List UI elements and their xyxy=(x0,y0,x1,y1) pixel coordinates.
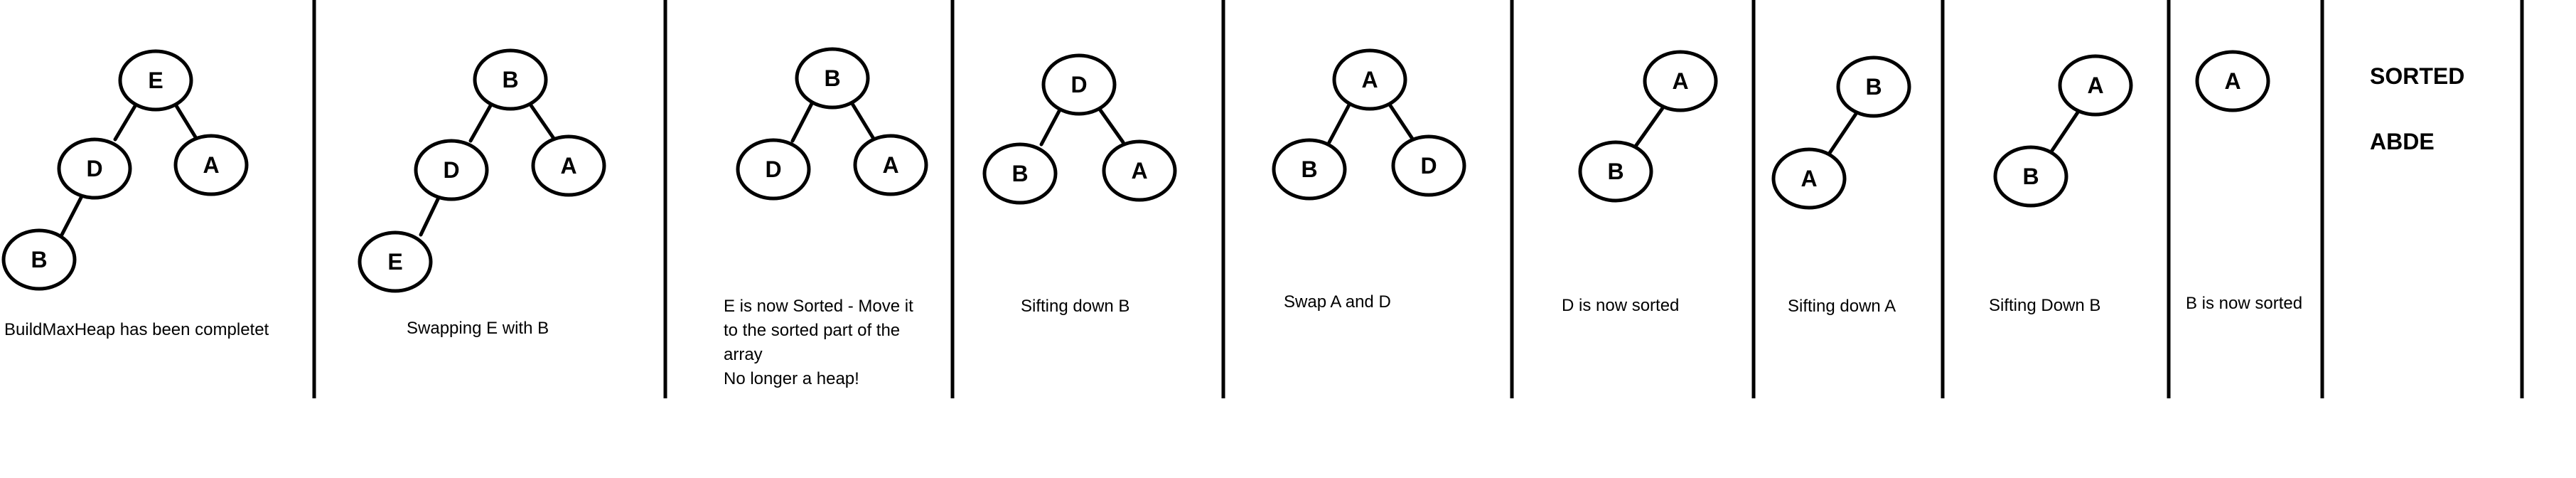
tree-node: A xyxy=(1771,147,1847,210)
tree-edge xyxy=(1633,106,1665,149)
caption-line: No longer a heap! xyxy=(724,369,859,388)
tree-edge xyxy=(1828,112,1858,155)
tree-node: B xyxy=(1578,140,1653,203)
tree-edge xyxy=(1327,96,1355,144)
panel-2-tree: B D A E xyxy=(358,48,606,293)
panel-3-tree: B D A xyxy=(736,47,928,201)
svg-text:A: A xyxy=(2087,73,2103,98)
panel-8-tree: A B xyxy=(1993,54,2133,208)
tree-node: B xyxy=(1,228,77,291)
svg-text:B: B xyxy=(31,247,47,272)
svg-text:A: A xyxy=(882,152,898,178)
panel-5-tree: A B D xyxy=(1272,48,1466,201)
panel-9-caption: B is now sorted xyxy=(2186,294,2303,313)
caption-line: to the sorted part of the xyxy=(724,321,901,340)
panel-7-tree: B A xyxy=(1771,55,1911,210)
svg-text:B: B xyxy=(2022,164,2039,189)
panel-1-tree: E D A B xyxy=(1,49,249,291)
svg-text:A: A xyxy=(2224,68,2240,94)
tree-node: D xyxy=(57,137,132,200)
tree-node: B xyxy=(1272,138,1347,201)
tree-node: D xyxy=(1391,134,1466,197)
tree-node: A xyxy=(531,134,606,197)
svg-text:D: D xyxy=(443,157,459,183)
sorted-result: ABDE xyxy=(2370,129,2435,154)
tree-node: A xyxy=(853,134,928,196)
svg-text:B: B xyxy=(1301,156,1317,182)
tree-node: B xyxy=(795,47,870,110)
panel-3-caption: E is now Sorted - Move it to the sorted … xyxy=(724,294,944,391)
tree-node: B xyxy=(982,142,1058,205)
svg-text:A: A xyxy=(203,152,219,178)
svg-text:B: B xyxy=(824,65,840,91)
tree-edge xyxy=(419,196,441,237)
tree-node: E xyxy=(118,49,193,112)
svg-text:B: B xyxy=(1011,161,1028,186)
tree-node: E xyxy=(358,230,433,293)
tree-node: A xyxy=(173,134,249,196)
tree-node: A xyxy=(1102,139,1177,202)
tree-node: B xyxy=(1993,145,2068,208)
svg-text:A: A xyxy=(1361,67,1378,92)
panel-8-caption: Sifting Down B xyxy=(1989,296,2101,315)
tree-node: A xyxy=(2195,50,2270,112)
panel-9-tree: A xyxy=(2195,50,2270,112)
svg-text:B: B xyxy=(502,67,518,92)
panel-6-caption: D is now sorted xyxy=(1562,296,1680,315)
sorted-heading: SORTED xyxy=(2370,63,2465,89)
tree-edge xyxy=(60,194,84,237)
caption-line: array xyxy=(724,345,763,364)
caption-line: E is now Sorted - Move it xyxy=(724,297,913,316)
svg-text:A: A xyxy=(1672,68,1688,94)
tree-node: D xyxy=(1041,53,1117,116)
tree-node: B xyxy=(473,48,548,111)
svg-text:D: D xyxy=(1420,153,1437,179)
tree-edge xyxy=(790,95,817,143)
panel-2-caption: Swapping E with B xyxy=(407,319,549,338)
panel-1-caption: BuildMaxHeap has been completet xyxy=(4,320,269,339)
tree-edge xyxy=(2049,110,2080,154)
svg-text:B: B xyxy=(1607,159,1624,184)
svg-text:E: E xyxy=(387,249,402,275)
tree-node: B xyxy=(1836,55,1911,118)
panel-7-caption: Sifting down A xyxy=(1788,297,1896,316)
svg-text:E: E xyxy=(148,68,163,93)
svg-text:A: A xyxy=(1800,166,1817,191)
panel-4-caption: Sifting down B xyxy=(1021,297,1130,316)
panel-6-tree: A B xyxy=(1578,50,1718,203)
svg-text:B: B xyxy=(1865,74,1882,100)
tree-node: A xyxy=(1332,48,1407,111)
svg-text:D: D xyxy=(765,156,781,182)
svg-text:D: D xyxy=(1070,72,1087,97)
tree-node: A xyxy=(2058,54,2133,117)
tree-node: D xyxy=(736,138,811,201)
svg-text:D: D xyxy=(86,156,102,181)
tree-node: A xyxy=(1643,50,1718,112)
panel-5-caption: Swap A and D xyxy=(1284,292,1391,312)
panel-4-tree: D B A xyxy=(982,53,1177,205)
svg-text:A: A xyxy=(560,153,576,179)
svg-text:A: A xyxy=(1131,158,1147,184)
tree-node: D xyxy=(414,139,489,201)
